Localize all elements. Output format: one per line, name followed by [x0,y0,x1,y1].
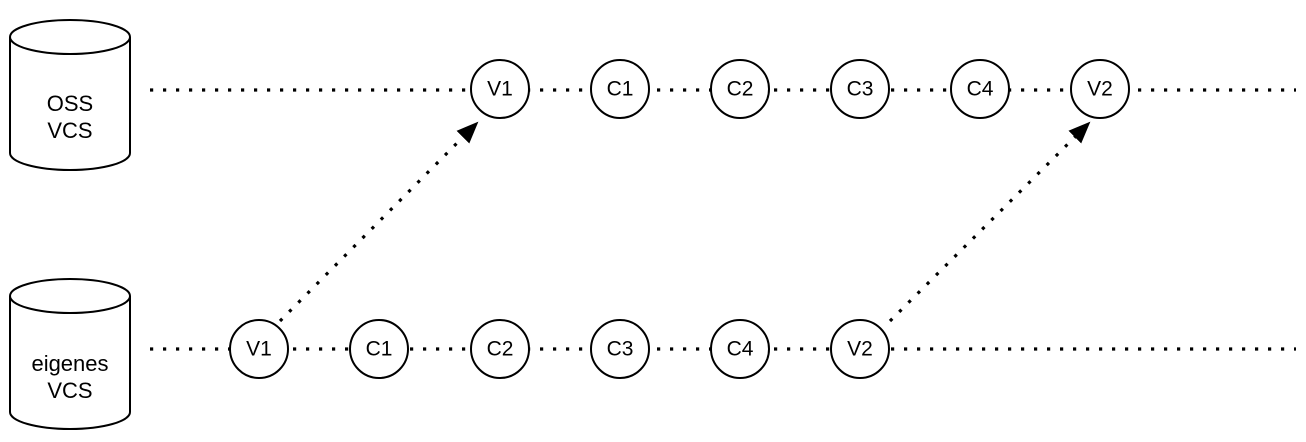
oss-node-c1: C1 [590,59,650,119]
node-label: C3 [607,338,634,361]
oss-node-v1: V1 [470,59,530,119]
node-label: C4 [967,78,994,101]
sync-arrow-v2 [888,121,1091,323]
oss-node-c4: C4 [950,59,1010,119]
oss-node-c3: C3 [830,59,890,119]
node-label: C1 [607,78,634,101]
node-label: V2 [847,338,873,361]
node-label: V1 [246,338,272,361]
own-node-c1: C1 [349,319,409,379]
oss-node-c2: C2 [710,59,770,119]
node-label: V2 [1087,78,1113,101]
node-label: C3 [847,78,874,101]
node-label: C4 [727,338,754,361]
oss-vcs-repository: OSS VCS [9,19,131,171]
own-vcs-label-line-2: VCS [47,378,92,403]
own-node-c4: C4 [710,319,770,379]
own-node-c3: C3 [590,319,650,379]
sync-arrow-v1 [278,121,479,323]
own-node-c2: C2 [470,319,530,379]
node-label: V1 [487,78,513,101]
oss-node-v2: V2 [1070,59,1130,119]
oss-vcs-label-line-1: OSS [47,91,93,116]
own-node-v2: V2 [830,319,890,379]
own-node-v1: V1 [229,319,289,379]
node-label: C1 [366,338,393,361]
node-label: C2 [727,78,754,101]
own-vcs-repository: eigenes VCS [9,278,131,430]
node-label: C2 [487,338,514,361]
own-vcs-label-line-1: eigenes [31,351,108,376]
oss-vcs-label-line-2: VCS [47,118,92,143]
